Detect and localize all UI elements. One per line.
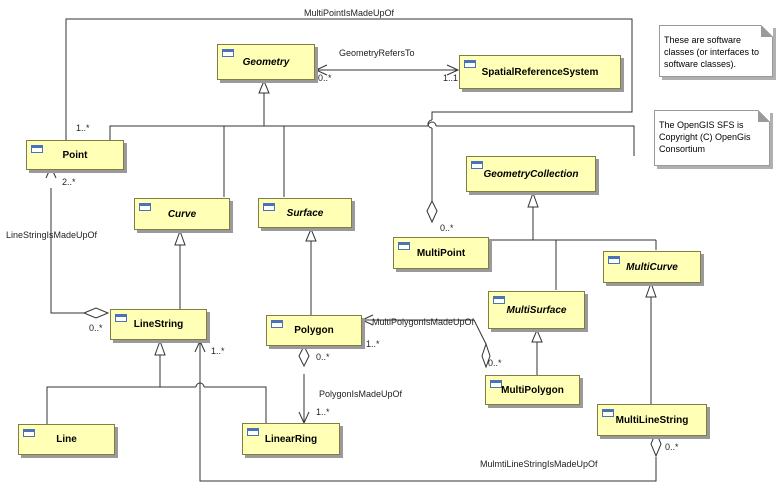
class-name: Surface [286,207,324,219]
class-name: LinearRing [264,433,318,445]
class-surface[interactable]: Surface [258,198,352,228]
class-multicurve[interactable]: MultiCurve [603,251,701,283]
class-name: MultiSurface [506,304,567,316]
class-name: MultiLineString [615,414,689,426]
class-multisurface[interactable]: MultiSurface [488,291,585,329]
class-icon [23,429,35,437]
class-name: GeometryCollection [483,168,579,180]
class-line[interactable]: Line [18,424,115,455]
class-multilinestring[interactable]: MultiLineString [597,404,707,436]
class-icon [493,296,505,304]
class-name: Polygon [294,325,334,336]
note-text: The OpenGIS SFS is Copyright (C) OpenGis… [659,120,751,154]
class-icon [139,203,151,211]
class-icon [608,256,620,264]
class-icon [471,161,483,169]
class-linearring[interactable]: LinearRing [242,423,340,455]
class-icon [271,320,283,328]
multiplicity-label: 0..* [488,358,502,368]
class-name: Line [56,434,77,445]
class-icon [490,380,502,388]
class-name: Curve [167,208,197,220]
association-label: PolygonIsMadeUpOf [319,389,403,399]
multiplicity-label: 0..* [316,352,330,362]
class-icon [398,242,410,250]
multiplicity-label: 0..* [318,73,332,83]
class-name: MultiPoint [416,247,466,259]
class-icon [263,203,275,211]
class-name: Geometry [242,56,290,68]
multiplicity-label: 0..* [440,223,454,233]
note-copyright: The OpenGIS SFS is Copyright (C) OpenGis… [654,110,770,166]
multiplicity-label: 1..* [366,339,380,349]
class-name: Point [62,149,88,161]
class-curve[interactable]: Curve [134,198,230,230]
multiplicity-label: 1..* [211,346,225,356]
multiplicity-label: 0..* [665,442,679,452]
association-label: MultiPointIsMadeUpOf [304,8,395,18]
class-multipoint[interactable]: MultiPoint [393,237,489,269]
association-label: MulmtiLineStringIsMadeUpOf [480,459,598,469]
class-multipolygon[interactable]: MultiPolygon [485,375,580,405]
association-label: GeometryRefersTo [339,48,415,58]
class-icon [464,60,476,68]
class-name: SpatialReferenceSystem [481,66,599,78]
class-point[interactable]: Point [26,140,124,170]
note-fold-icon [761,25,773,37]
multiplicity-label: 1..1 [443,73,459,83]
class-icon [602,409,614,417]
class-icon [31,145,43,153]
class-icon [115,314,127,322]
class-icon [222,49,234,57]
class-geometry-collection[interactable]: GeometryCollection [466,156,596,192]
association-label: LineStringIsMadeUpOf [6,230,98,240]
class-name: MultiCurve [626,261,678,273]
class-icon [247,428,259,436]
class-spatial-reference-system[interactable]: SpatialReferenceSystem [459,55,621,89]
note-fold-icon [758,110,770,122]
class-geometry[interactable]: Geometry [217,44,315,80]
association-label: MultiPolygonIsMadeUpOf [372,317,475,327]
note-software-classes: These are software classes (or interface… [659,25,773,77]
note-text: These are software classes (or interface… [664,35,760,69]
multiplicity-label: 1..* [76,123,90,133]
multiplicity-label: 1..* [316,407,330,417]
class-name: MultiPolygon [501,384,564,396]
class-name: LineString [133,319,184,330]
multiplicity-label: 2..* [62,177,76,187]
class-linestring[interactable]: LineString [110,309,207,340]
multiplicity-label: 0..* [89,323,103,333]
class-polygon[interactable]: Polygon [266,315,362,346]
